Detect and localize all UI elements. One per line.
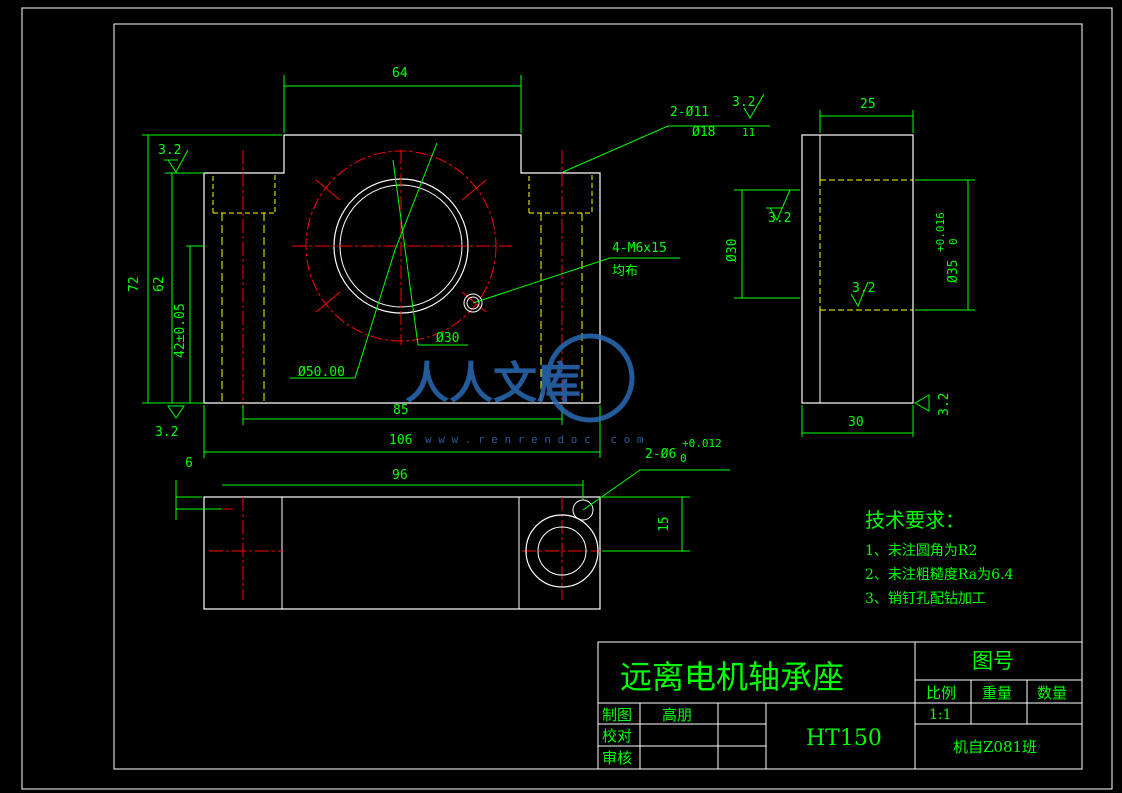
ra-6: 3.2 xyxy=(937,393,952,416)
part-name: 远离电机轴承座 xyxy=(620,658,844,696)
draw-name: 高朋 xyxy=(662,706,692,724)
counterbore-right xyxy=(528,175,593,214)
scale-label: 比例 xyxy=(926,684,956,702)
top-counterbore xyxy=(525,514,599,588)
callout-pin-lower: 0 xyxy=(680,452,687,465)
note-2: 2、未注粗糙度Ra为6.4 xyxy=(865,567,1013,583)
class-name: 机自Z081班 xyxy=(953,738,1037,756)
check-label: 校对 xyxy=(602,727,632,745)
note-1: 1、未注圆角为R2 xyxy=(865,543,977,559)
dim-62: 62 xyxy=(152,276,167,292)
dim-phi35-lower: 0 xyxy=(947,238,960,245)
dim-phi30-bore: Ø30 xyxy=(436,331,459,346)
dim-72: 72 xyxy=(127,276,142,292)
front-outline xyxy=(203,134,601,404)
counterbore-left xyxy=(212,175,276,214)
callout-hole: 2-Ø11 xyxy=(670,105,709,120)
notes-heading: 技术要求： xyxy=(865,508,965,532)
dim-42: 42±0.05 xyxy=(173,303,188,358)
watermark-text: 人人文库 xyxy=(405,358,581,409)
ra-5: 3.2 xyxy=(155,425,178,440)
dim-phi50: Ø50.00 xyxy=(298,365,345,380)
qty-label: 数量 xyxy=(1037,684,1067,702)
review-label: 审核 xyxy=(602,749,632,767)
top-view xyxy=(203,496,601,610)
ra-4: 3.2 xyxy=(852,281,875,296)
dim-phi35-upper: +0.016 xyxy=(934,212,947,252)
note-3: 3、销钉孔配钻加工 xyxy=(865,591,986,607)
dim-6: 6 xyxy=(185,456,193,471)
callout-depth: 11 xyxy=(742,126,755,139)
dim-85: 85 xyxy=(393,403,409,418)
dimension-lines xyxy=(142,75,975,552)
bolt-centerlines xyxy=(242,150,563,420)
top-bolt-hole xyxy=(537,526,587,576)
roughness-symbols xyxy=(164,93,930,419)
top-outline xyxy=(203,496,601,610)
bore-centerlines xyxy=(292,150,512,345)
watermark-url: w w w . r e n r e n d o c . c o m xyxy=(425,433,644,446)
thread-hole xyxy=(463,293,483,313)
ra-1: 3.2 xyxy=(158,143,181,158)
draw-label: 制图 xyxy=(602,706,632,724)
thread-hole-inner xyxy=(466,296,480,310)
dim-25: 25 xyxy=(860,97,876,112)
side-view xyxy=(801,134,914,404)
dim-15: 15 xyxy=(657,516,672,532)
callout-pin: 2-Ø6 xyxy=(645,447,676,462)
scale-value: 1:1 xyxy=(929,707,952,723)
callout-counterbore: Ø18 xyxy=(692,125,715,140)
thread-marks xyxy=(315,179,487,313)
title-block xyxy=(597,641,1083,770)
side-outline xyxy=(801,134,914,404)
callout-pin-upper: +0.012 xyxy=(682,437,722,450)
dim-30: 30 xyxy=(848,415,864,430)
dim-phi35: Ø35 xyxy=(946,260,961,283)
material: HT150 xyxy=(806,726,882,751)
ra-3: 3.2 xyxy=(768,211,791,226)
ra-2: 3.2 xyxy=(732,95,755,110)
weight-label: 重量 xyxy=(982,684,1012,702)
drawing-no-label: 图号 xyxy=(972,649,1014,673)
callout-thread: 4-M6x15 xyxy=(612,241,667,256)
dim-106: 106 xyxy=(389,433,412,448)
dim-phi30-side: Ø30 xyxy=(725,239,740,262)
outer-frame xyxy=(21,7,1113,790)
callout-thread-note: 均布 xyxy=(612,264,638,279)
watermark: 人人文库 w w w . r e n r e n d o c . c o m xyxy=(405,333,644,446)
dim-96: 96 xyxy=(392,468,408,483)
dim-64: 64 xyxy=(392,66,408,81)
front-view xyxy=(203,134,601,420)
side-bore-hidden xyxy=(819,179,913,311)
